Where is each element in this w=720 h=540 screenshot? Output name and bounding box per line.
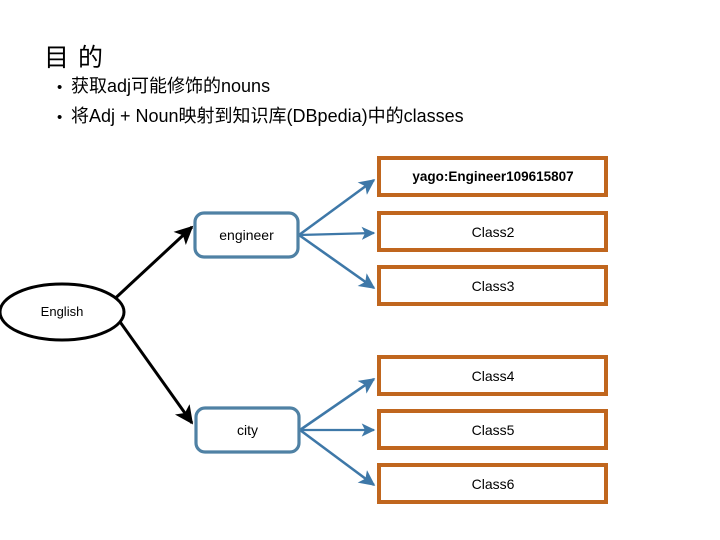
connector-city-to-class-4: [299, 377, 376, 432]
class-box-1[interactable]: [377, 156, 608, 197]
connector-engineer-to-class-1: [298, 178, 376, 237]
node-english-ellipse[interactable]: [0, 282, 126, 342]
class-box-4[interactable]: [377, 355, 608, 396]
class-box-5[interactable]: [377, 409, 608, 450]
class-box-6[interactable]: [377, 463, 608, 504]
bullet-marker: •: [57, 79, 63, 96]
connector-engineer-to-class-3: [298, 233, 376, 290]
node-engineer-box[interactable]: [193, 211, 300, 259]
bullet-item: • 获取adj可能修饰的nouns: [57, 72, 677, 102]
class-box-2[interactable]: [377, 211, 608, 252]
connector-city-to-class-6: [299, 428, 376, 487]
class-box-3[interactable]: [377, 265, 608, 306]
bullet-text: 获取adj可能修饰的nouns: [71, 76, 271, 96]
node-city-box[interactable]: [194, 406, 301, 454]
slide-title: 目 的: [44, 44, 104, 72]
connector-english-to-engineer: [106, 225, 194, 307]
connector-english-to-city: [106, 304, 194, 425]
connector-engineer-to-class-2: [298, 226, 376, 240]
bullet-item: • 将Adj + Noun映射到知识库(DBpedia)中的classes: [57, 102, 677, 132]
bullet-marker: •: [57, 109, 63, 126]
bullet-list: • 获取adj可能修饰的nouns • 将Adj + Noun映射到知识库(DB…: [57, 72, 677, 132]
bullet-text: 将Adj + Noun映射到知识库(DBpedia)中的classes: [71, 106, 464, 126]
